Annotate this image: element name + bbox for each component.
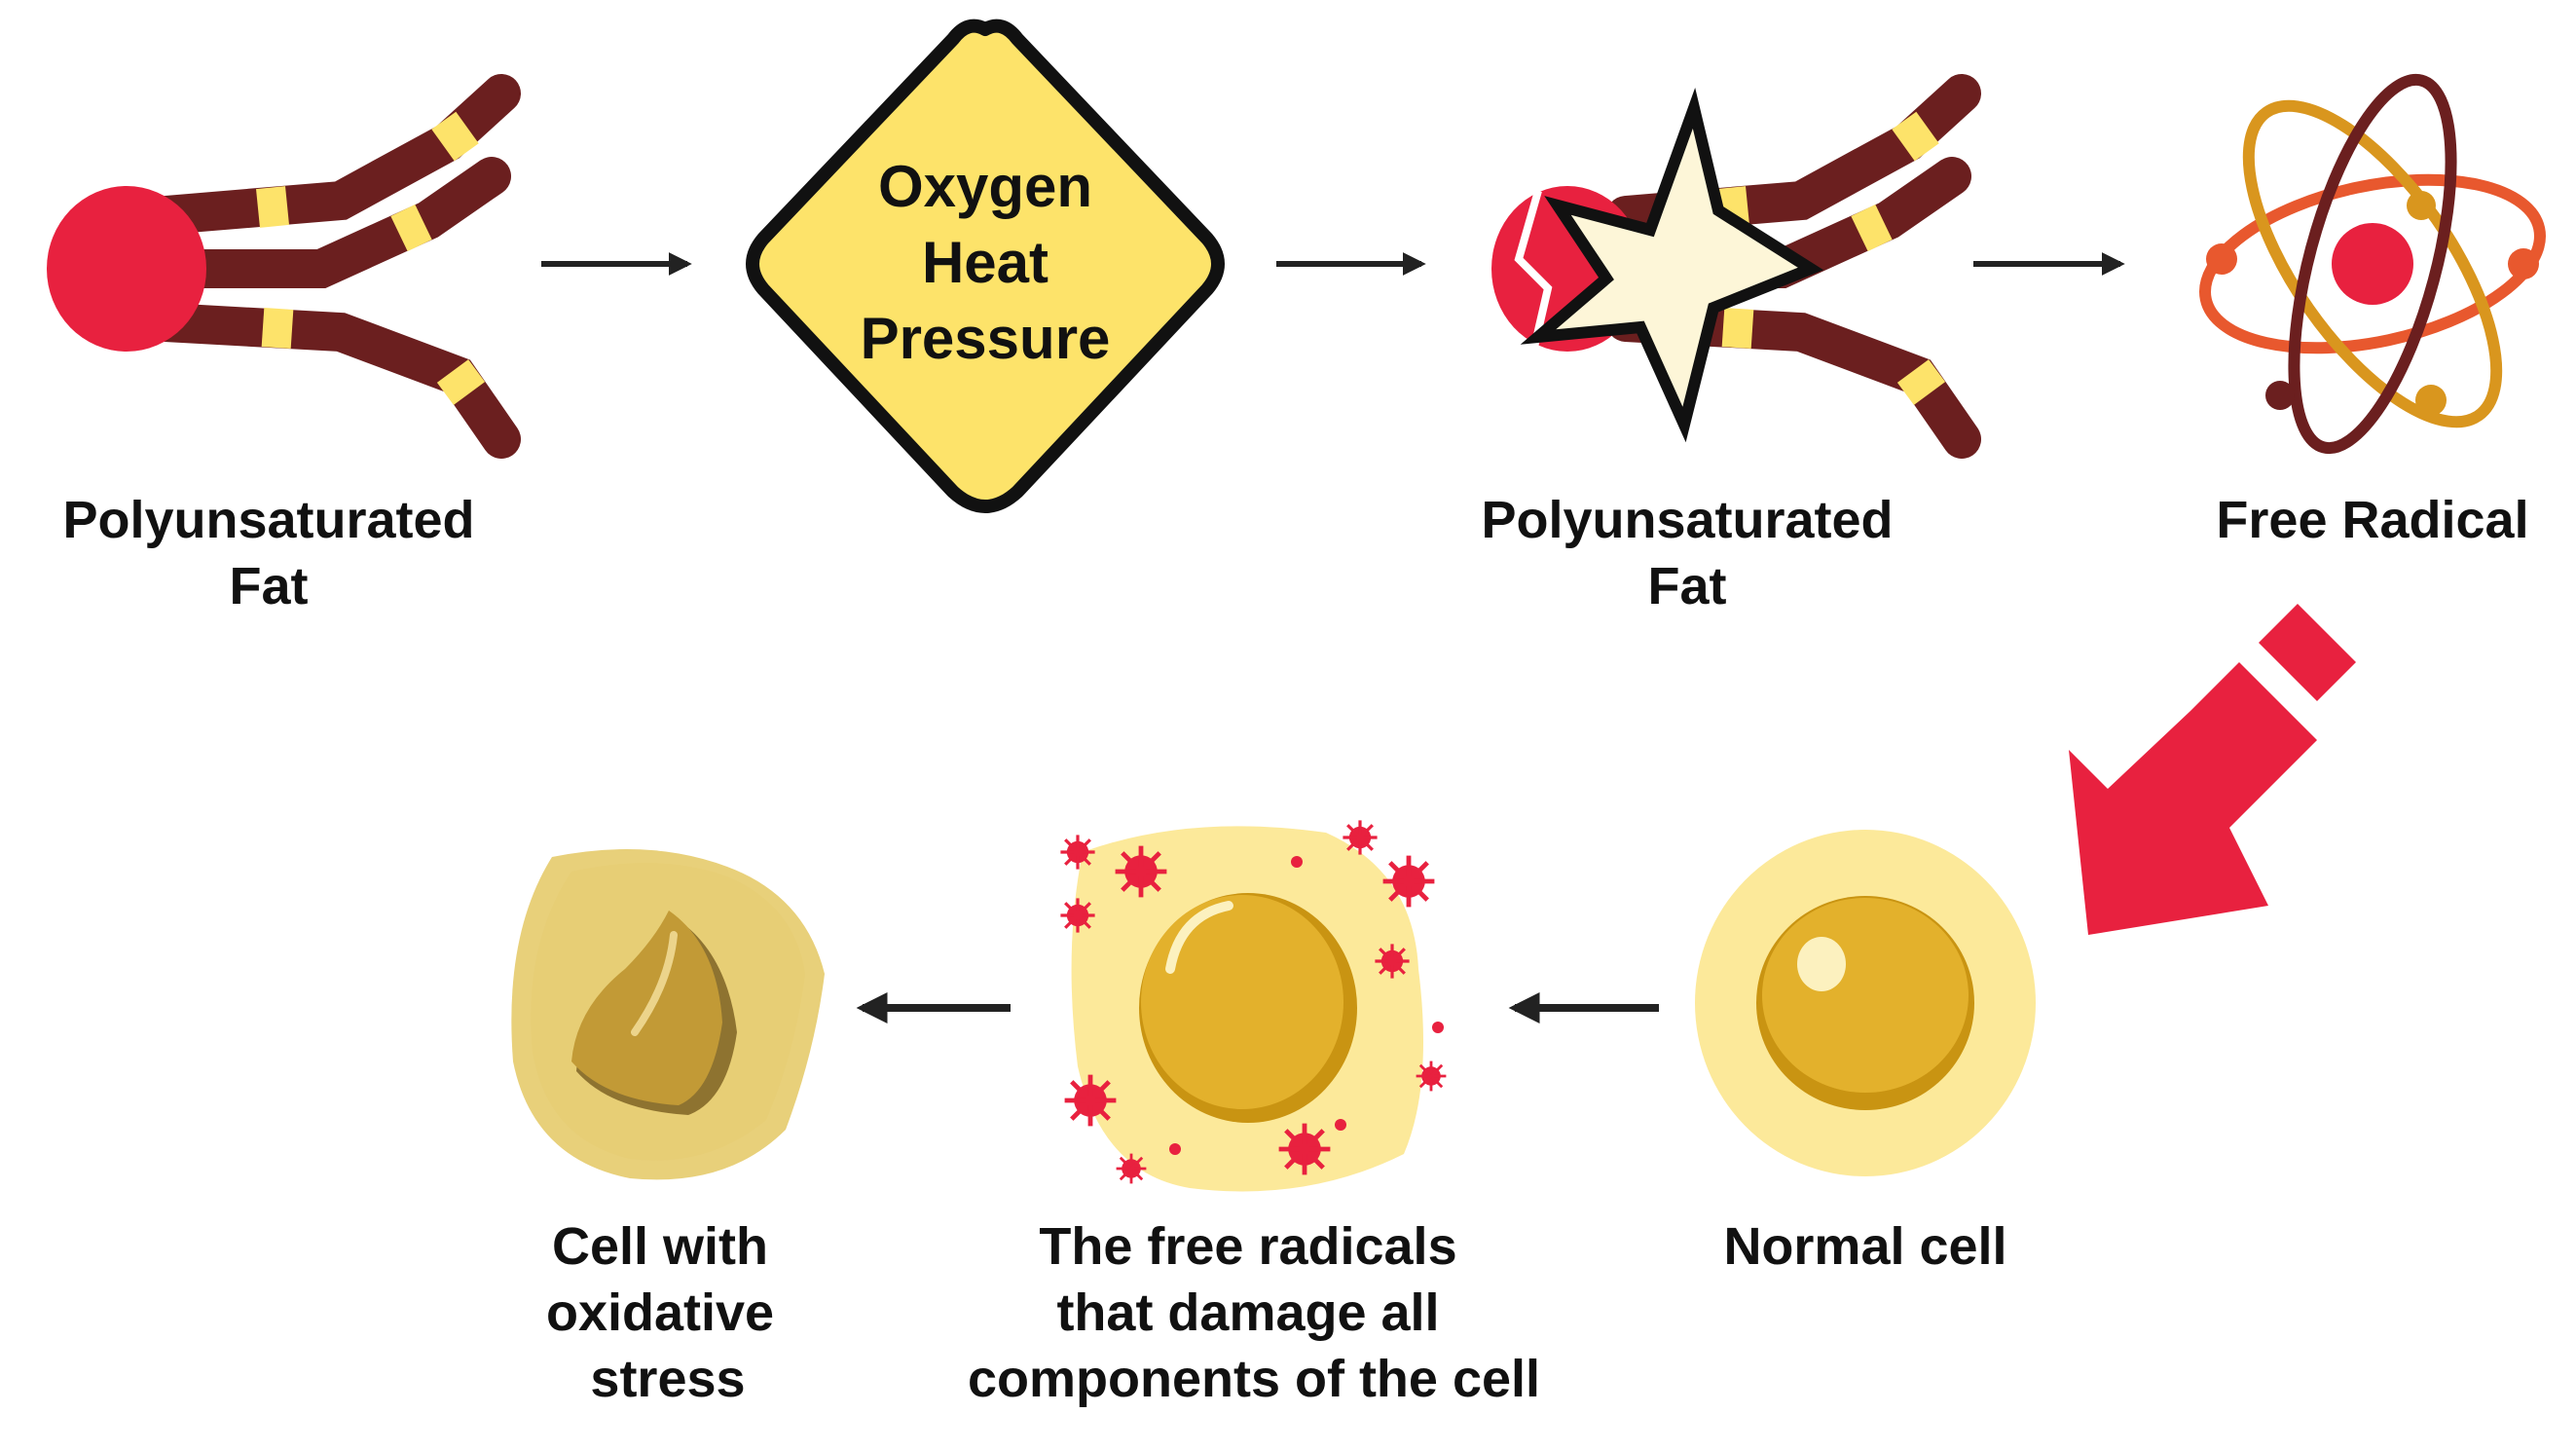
condition-pressure: Pressure <box>861 306 1111 371</box>
virus-icon <box>1058 818 1448 1185</box>
broken-lipid-icon <box>1491 93 1962 439</box>
stressed-cell-label-line1: Cell with <box>552 1217 768 1276</box>
stressed-cell-label-line2: oxidative <box>546 1284 774 1342</box>
damaged-fat-label-line2: Fat <box>1648 557 1727 615</box>
condition-oxygen: Oxygen <box>878 154 1092 219</box>
big-arrow-down-left-icon <box>2069 604 2356 935</box>
free-radical-label: Free Radical <box>2216 491 2528 549</box>
damaged-fat-label-line1: Polyunsaturated <box>1481 491 1893 549</box>
attacked-cell-label-line1: The free radicals <box>1039 1217 1456 1276</box>
attacked-cell-label-line3: components of the cell <box>968 1350 1540 1408</box>
attacked-cell-icon <box>1058 818 1448 1192</box>
fat-label-line2: Fat <box>230 557 309 615</box>
atom-icon <box>2199 73 2546 455</box>
stressed-cell-icon <box>511 849 826 1180</box>
fat-label-line1: Polyunsaturated <box>62 491 474 549</box>
condition-heat: Heat <box>922 230 1049 295</box>
normal-cell-label: Normal cell <box>1723 1217 2006 1276</box>
attacked-cell-label-line2: that damage all <box>1056 1284 1439 1342</box>
stressed-cell-label-line3: stress <box>590 1350 745 1408</box>
cell-icon <box>1695 830 2036 1176</box>
lipid-molecule-icon <box>47 93 501 439</box>
warning-diamond-icon <box>746 19 1225 513</box>
